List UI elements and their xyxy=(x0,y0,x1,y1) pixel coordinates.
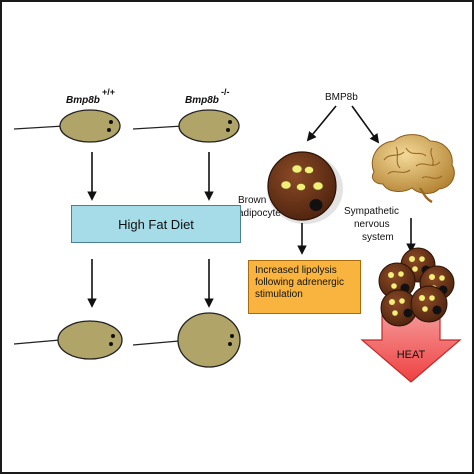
brown-adipocyte-cluster xyxy=(378,247,455,327)
mouse-wt-before xyxy=(13,109,121,143)
lipolysis-text: Increased lipolysis following adrenergic… xyxy=(255,265,344,300)
genotype-ko-label: Bmp8b xyxy=(185,95,219,106)
brown-adipocyte-cell xyxy=(267,151,343,224)
sympathetic-label-line3: system xyxy=(362,232,394,243)
lipolysis-box: Increased lipolysis following adrenergic… xyxy=(248,260,361,314)
mouse-ko-after xyxy=(132,312,241,368)
mouse-wt-after xyxy=(13,320,123,360)
brown-adipocyte-label-line1: Brown xyxy=(238,195,266,206)
arrow-bmp8b-to-brain xyxy=(351,105,380,144)
arrow-bmp8b-to-adipocyte xyxy=(306,105,337,142)
genotype-wt-superscript: +/+ xyxy=(102,87,115,97)
brown-adipocyte-label-line2: adipocyte xyxy=(238,208,281,219)
brain-icon xyxy=(371,134,455,204)
mouse-ko-before xyxy=(132,109,240,143)
high-fat-diet-box: High Fat Diet xyxy=(71,205,241,243)
high-fat-diet-label: High Fat Diet xyxy=(118,216,194,232)
bmp8b-label: BMP8b xyxy=(325,92,358,103)
genotype-wt-label: Bmp8b xyxy=(66,95,100,106)
sympathetic-label-line1: Sympathetic xyxy=(344,206,399,217)
heat-label: HEAT xyxy=(397,349,426,361)
sympathetic-label-line2: nervous xyxy=(354,219,390,230)
genotype-ko-superscript: -/- xyxy=(221,87,230,97)
